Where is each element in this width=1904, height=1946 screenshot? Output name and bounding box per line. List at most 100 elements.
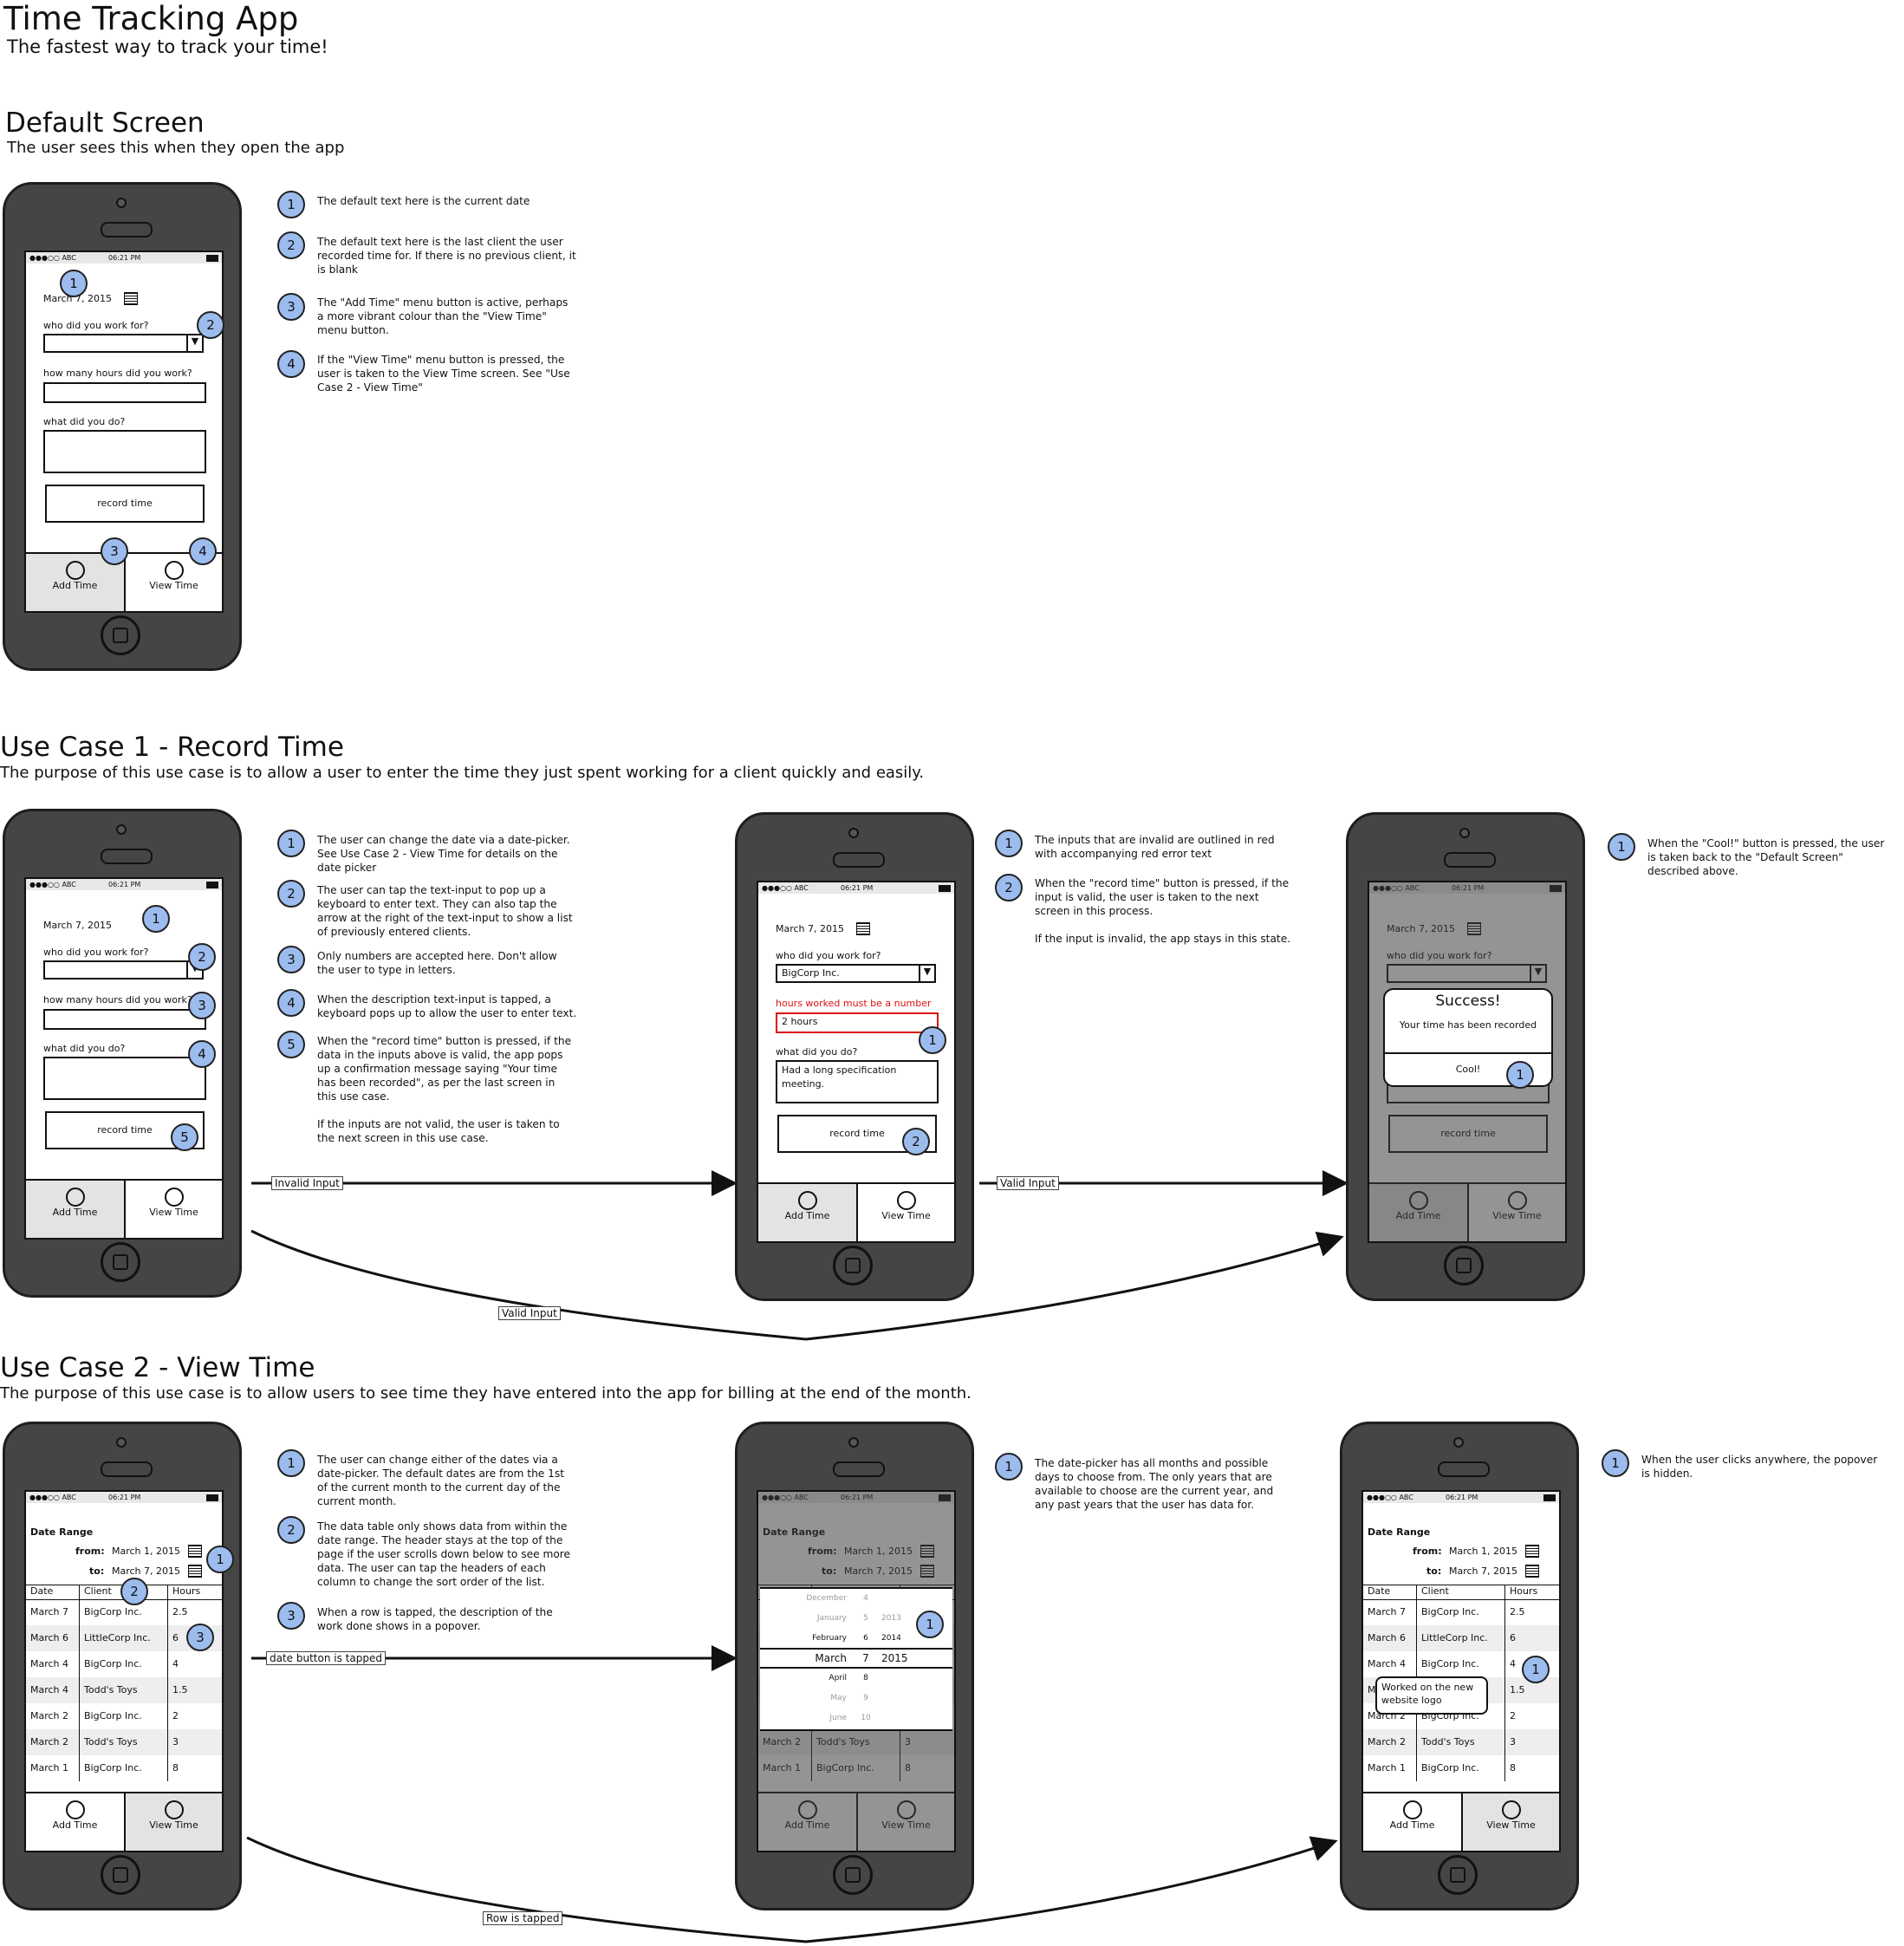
desc-input[interactable] <box>43 1057 206 1100</box>
picker-row[interactable]: April 8 <box>760 1669 952 1688</box>
tab-view-time[interactable]: View Time <box>124 1793 222 1851</box>
note-default-3: The "Add Time" menu button is active, pe… <box>317 296 569 336</box>
home-button[interactable] <box>101 615 140 655</box>
stopwatch-icon <box>164 561 184 580</box>
hours-input[interactable] <box>43 382 206 403</box>
home-button[interactable] <box>833 1246 873 1285</box>
tab-add-time[interactable]: Add Time <box>26 1181 124 1238</box>
tab-view-time[interactable]: View Time <box>124 1181 222 1238</box>
picker-cell: January <box>816 1614 847 1623</box>
table-cell: 2 <box>1510 1710 1516 1721</box>
table-cell: 4 <box>172 1658 179 1669</box>
client-input[interactable]: ▼ <box>43 960 204 980</box>
clock-icon <box>65 1800 85 1819</box>
picker-cell: February <box>812 1634 847 1643</box>
home-button[interactable] <box>101 1855 140 1895</box>
date-label[interactable]: March 7, 2015 <box>776 923 845 934</box>
table-cell: BigCorp Inc. <box>80 1599 168 1625</box>
from-date[interactable]: March 1, 2015 <box>112 1546 181 1557</box>
table-cell: March 6 <box>26 1625 80 1651</box>
desc-input[interactable]: Had a long specification meeting. <box>776 1060 939 1103</box>
client-input[interactable]: ▼ <box>43 334 204 353</box>
tab-add-time[interactable]: Add Time <box>26 1793 124 1851</box>
date-label[interactable]: March 7, 2015 <box>43 293 113 304</box>
picker-cell: 4 <box>863 1594 868 1603</box>
table-cell: LittleCorp Inc. <box>1417 1625 1505 1651</box>
arrow-label-valid-2: Valid Input <box>498 1306 561 1320</box>
calendar-icon[interactable] <box>188 1545 202 1558</box>
table-cell: Todd's Toys <box>80 1677 168 1703</box>
battery-icon <box>206 255 218 262</box>
desc-question: what did you do? <box>776 1046 858 1058</box>
desc-question: what did you do? <box>43 416 126 427</box>
home-button[interactable] <box>833 1855 873 1895</box>
home-button[interactable] <box>1438 1855 1478 1895</box>
success-message: Your time has been recorded <box>1399 1019 1537 1031</box>
picker-cell: 8 <box>863 1674 868 1682</box>
cool-button[interactable]: Cool! <box>1385 1052 1551 1089</box>
table-cell: March 4 <box>1363 1651 1417 1677</box>
tab-add-time[interactable]: Add Time <box>758 1184 856 1241</box>
record-time-button[interactable]: record time <box>45 485 205 523</box>
calendar-icon[interactable] <box>856 922 870 935</box>
desc-input[interactable] <box>43 430 206 473</box>
arrow-valid-input-2 <box>250 1229 1344 1341</box>
picker-row[interactable]: December 4 <box>760 1589 952 1608</box>
arrow-row-tapped <box>246 1836 1338 1943</box>
table-cell: 2 <box>172 1710 179 1721</box>
picker-cell: December <box>806 1594 847 1603</box>
camera-icon <box>116 198 127 208</box>
dropdown-arrow-icon[interactable]: ▼ <box>186 335 202 353</box>
note-badge-2: 2 <box>277 231 305 259</box>
client-input[interactable]: BigCorp Inc.▼ <box>776 964 936 983</box>
tab-view-time[interactable]: View Time <box>124 554 222 611</box>
badge-1: 1 <box>60 270 88 297</box>
picker-cell: April <box>829 1674 847 1682</box>
table-cell: 6 <box>172 1632 179 1643</box>
table-cell: 6 <box>1510 1632 1516 1643</box>
table-cell: March 4 <box>26 1651 80 1677</box>
picker-cell: 2014 <box>881 1634 901 1643</box>
calendar-icon[interactable] <box>124 292 138 305</box>
table-cell: BigCorp Inc. <box>80 1651 168 1677</box>
section-title-uc1: Use Case 1 - Record Time <box>0 732 344 763</box>
dropdown-arrow-icon: ▼ <box>919 966 934 983</box>
stopwatch-icon <box>896 1191 916 1210</box>
date-label[interactable]: March 7, 2015 <box>43 920 113 931</box>
table-cell: Todd's Toys <box>1417 1729 1505 1755</box>
home-button[interactable] <box>101 1242 140 1282</box>
table-cell: 3 <box>172 1736 179 1747</box>
hours-input[interactable] <box>43 1009 206 1030</box>
calendar-icon[interactable] <box>188 1565 202 1578</box>
picker-cell: 7 <box>862 1652 869 1664</box>
hours-input-invalid[interactable]: 2 hours <box>776 1012 939 1033</box>
table-cell: Todd's Toys <box>80 1729 168 1755</box>
to-date[interactable]: March 7, 2015 <box>112 1565 181 1577</box>
table-cell: BigCorp Inc. <box>1417 1651 1505 1677</box>
table-cell: 3 <box>1510 1736 1516 1747</box>
tab-view-time[interactable]: View Time <box>856 1184 954 1241</box>
table-cell: March 1 <box>1363 1755 1417 1781</box>
home-button[interactable] <box>1444 1246 1484 1285</box>
picker-cell: 9 <box>863 1694 868 1702</box>
